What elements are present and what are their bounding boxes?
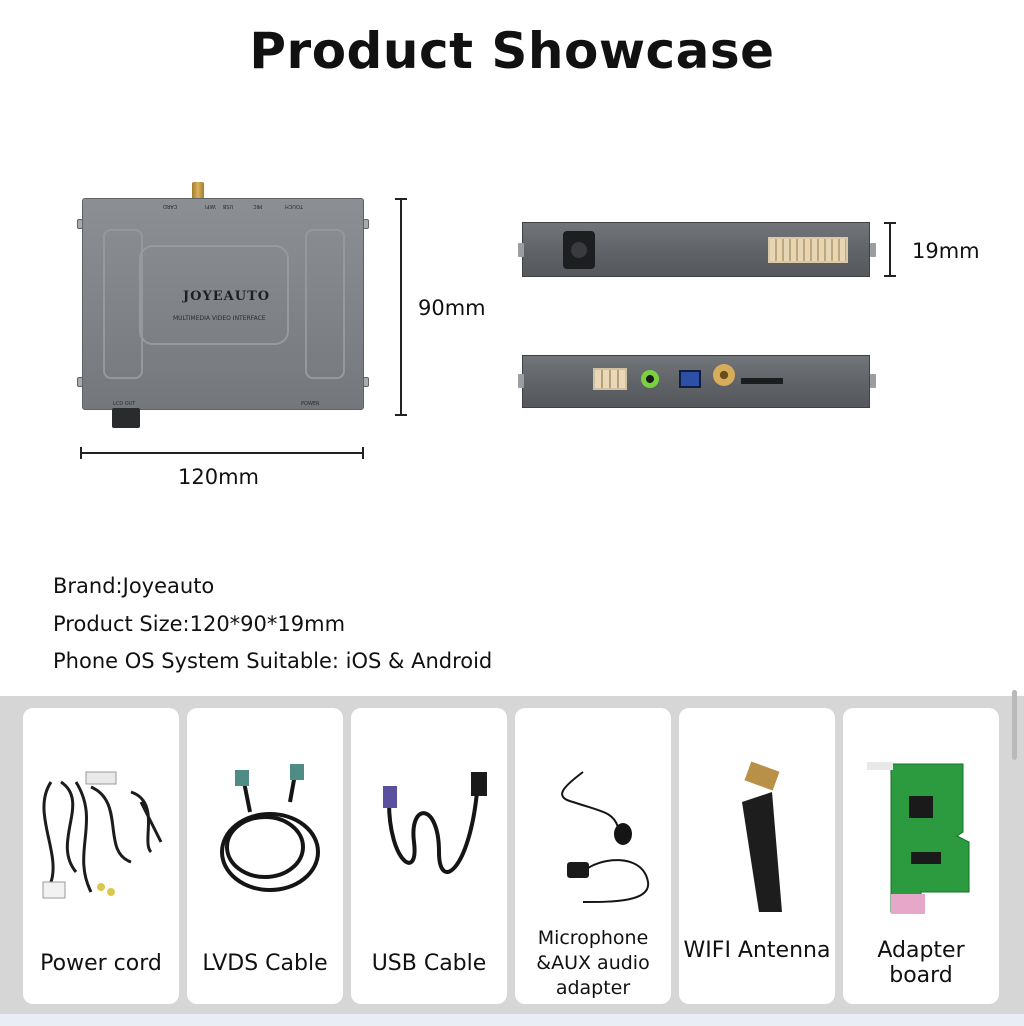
accessory-card-lvds-cable[interactable]: LVDS Cable — [187, 708, 343, 1004]
spec-size: Product Size:120*90*19mm — [53, 612, 346, 636]
power-connector-icon — [593, 368, 627, 390]
card-slot-icon — [741, 378, 783, 384]
adapter-board-icon — [867, 762, 970, 914]
spec-os: Phone OS System Suitable: iOS & Android — [53, 649, 493, 673]
port-label: POWER — [301, 401, 320, 407]
screw-icon — [518, 374, 524, 388]
height-dimension-line — [395, 198, 407, 416]
port-label: MIC — [253, 203, 263, 209]
port-label: USB — [223, 203, 234, 209]
usb-port-icon — [679, 370, 701, 388]
accessory-card-usb-cable[interactable]: USB Cable — [351, 708, 507, 1004]
port-label: WIFI — [205, 203, 216, 209]
scrollbar-thumb[interactable] — [1012, 690, 1017, 760]
thickness-dimension-line — [884, 222, 896, 277]
spec-brand: Brand:Joyeauto — [53, 574, 215, 598]
screw-icon — [870, 243, 876, 257]
width-dimension-line — [80, 447, 364, 459]
height-label: 90mm — [418, 296, 486, 320]
port-label: LCD OUT — [113, 401, 136, 407]
brand-logo: JOYEAUTO — [183, 289, 271, 304]
device-side-view-back — [518, 355, 876, 408]
thickness-label: 19mm — [912, 239, 980, 263]
housing-panel — [139, 245, 289, 345]
accessory-name: Power cord — [40, 951, 162, 976]
accessory-card-wifi-antenna[interactable]: WIFI Antenna — [679, 708, 835, 1004]
lvds-cable-icon — [220, 764, 320, 892]
power-cord-icon — [42, 771, 163, 899]
housing-rib — [103, 229, 143, 379]
port-label: TOUCH — [285, 203, 303, 209]
screw-icon — [363, 219, 369, 229]
housing-rib — [305, 229, 345, 379]
screw-icon — [77, 219, 83, 229]
accessory-card-adapter-board[interactable]: Adapter board — [843, 708, 999, 1004]
width-label: 120mm — [178, 465, 259, 489]
device-top-view: JOYEAUTO MULTIMEDIA VIDEO INTERFACE CARD… — [77, 198, 369, 410]
device-side-view-front — [518, 222, 876, 277]
screw-icon — [870, 374, 876, 388]
accessory-name: Microphone &AUX audio adapter — [536, 927, 650, 999]
harness-connector-icon — [768, 237, 848, 263]
microphone-icon — [561, 771, 650, 903]
accessory-card-microphone[interactable]: Microphone &AUX audio adapter — [515, 708, 671, 1004]
screw-icon — [77, 377, 83, 387]
antenna-connector-icon — [192, 182, 204, 200]
bottom-edge — [0, 1014, 1024, 1026]
accessory-name: WIFI Antenna — [683, 938, 831, 963]
accessory-name: USB Cable — [371, 951, 487, 976]
device-subtitle: MULTIMEDIA VIDEO INTERFACE — [173, 315, 266, 322]
accessory-card-power-cord[interactable]: Power cord — [23, 708, 179, 1004]
screw-icon — [363, 377, 369, 387]
accessory-name: Adapter board — [877, 938, 965, 988]
accessory-name: LVDS Cable — [202, 951, 328, 976]
screw-icon — [518, 243, 524, 257]
antenna-port-icon — [713, 364, 735, 386]
port-label: CARD — [163, 203, 178, 209]
page-title: Product Showcase — [249, 22, 775, 80]
usb-cable-icon — [383, 772, 487, 874]
audio-jack-icon — [641, 370, 659, 388]
wifi-antenna-icon — [742, 761, 782, 912]
fakra-connector-icon — [563, 231, 595, 269]
lcd-connector-icon — [112, 408, 140, 428]
